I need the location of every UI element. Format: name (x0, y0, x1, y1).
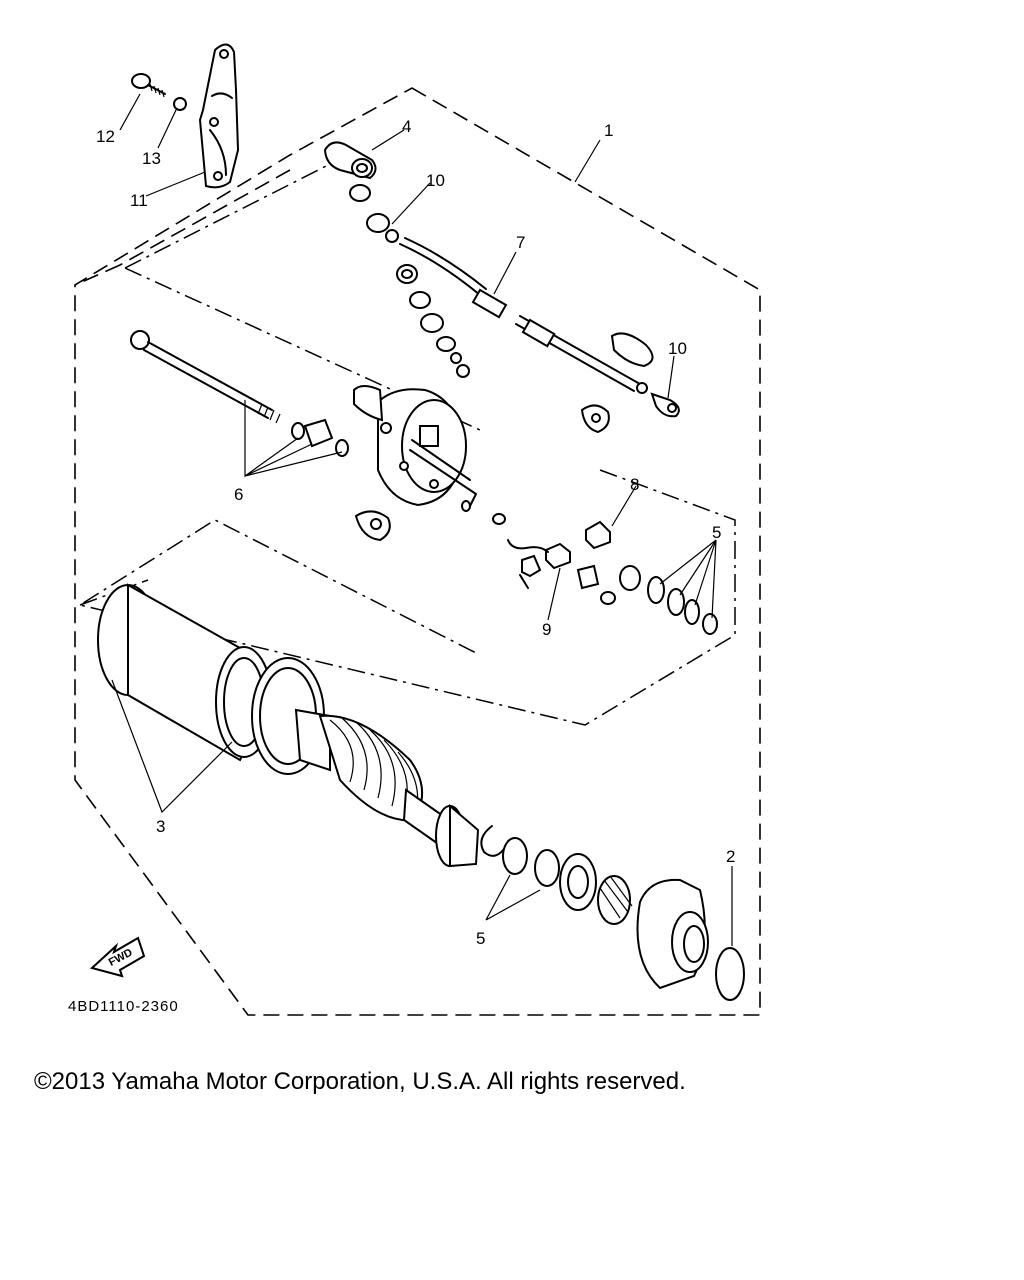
callout-9: 9 (542, 620, 551, 639)
callout-12: 12 (96, 127, 115, 146)
bushing (619, 565, 641, 591)
washer-6a (291, 422, 305, 440)
upper-terminal-stack (349, 184, 470, 378)
oil-seal (559, 853, 597, 911)
bracket (198, 43, 240, 189)
callout-13: 13 (142, 149, 161, 168)
washer (173, 97, 187, 111)
callout-7: 7 (516, 233, 525, 252)
upper-shim-stack (647, 576, 718, 635)
callout-10-lower: 10 (668, 339, 687, 358)
callout-1: 1 (604, 121, 613, 140)
shim-5a (502, 837, 528, 875)
through-bolt (130, 330, 281, 424)
callout-4: 4 (402, 117, 411, 136)
lead-wire (399, 237, 654, 394)
assembly-boundary (74, 87, 761, 1016)
brush-8 (585, 520, 611, 550)
yoke (97, 583, 325, 775)
bolt (131, 73, 166, 98)
copyright-notice: ©2013 Yamaha Motor Corporation, U.S.A. A… (34, 1068, 686, 1095)
brush-9 (545, 542, 571, 570)
bearing-seal (354, 510, 391, 542)
callout-8: 8 (630, 475, 639, 494)
brush-plate-part (580, 404, 610, 434)
callout-5-upper: 5 (712, 523, 721, 542)
shim-5b (534, 849, 560, 887)
callout-2: 2 (726, 847, 735, 866)
exploded-parts-diagram: FWD 1 2 3 4 5 5 6 7 8 9 10 10 11 12 13 4… (68, 43, 761, 1016)
rear-cover (353, 385, 477, 512)
callout-5-lower: 5 (476, 929, 485, 948)
washer-6b (335, 439, 349, 457)
front-cover (636, 878, 709, 990)
diagram-code: 4BD1110-2360 (68, 998, 179, 1015)
fwd-arrow-icon: FWD (89, 936, 146, 978)
terminal-cap (323, 141, 377, 180)
plate-6 (303, 418, 334, 448)
callout-10-upper: 10 (426, 171, 445, 190)
callout-11: 11 (130, 191, 148, 210)
circlip (480, 825, 507, 857)
lower-terminal (650, 392, 680, 418)
armature (294, 708, 480, 868)
o-ring (715, 947, 745, 1001)
brush-lead (507, 539, 549, 553)
callout-6: 6 (234, 485, 243, 504)
bracket-boundary (74, 169, 291, 286)
callout-3: 3 (156, 817, 165, 836)
needle-bearing (597, 875, 633, 925)
